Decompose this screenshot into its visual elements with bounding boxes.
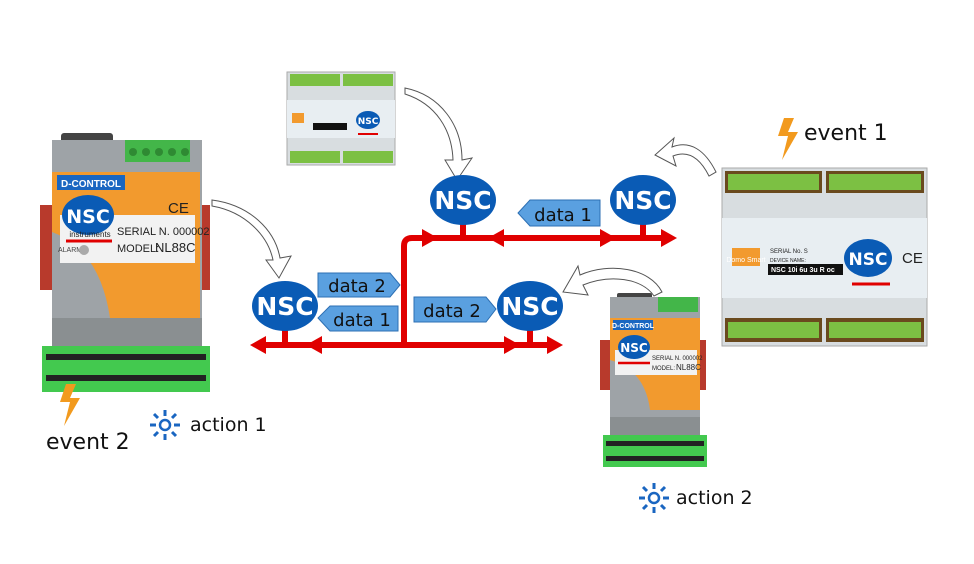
- data-tags: [317, 199, 601, 332]
- svg-text:SERIAL N. 000002: SERIAL N. 000002: [117, 226, 210, 238]
- tag-top-data1: [517, 199, 601, 227]
- nsc-node-bottom-right[interactable]: NSC: [497, 281, 563, 331]
- svg-text:D-CONTROL: D-CONTROL: [61, 179, 121, 190]
- tag-mid-data2: [413, 296, 497, 323]
- arrowhead: [600, 229, 616, 247]
- lightning-icon-event1: [778, 118, 798, 160]
- svg-text:NL88C: NL88C: [676, 363, 701, 372]
- tag-left-data1: [317, 305, 399, 332]
- curved-arrow-right-device: [654, 136, 717, 177]
- arrowhead: [306, 336, 322, 354]
- event2-label: event 2: [46, 430, 130, 455]
- svg-text:instruments: instruments: [69, 230, 110, 239]
- tag-left-data2: [317, 272, 401, 298]
- svg-text:SERIAL N. 000002: SERIAL N. 000002: [652, 356, 703, 362]
- arrowhead: [504, 336, 520, 354]
- svg-text:NSC: NSC: [614, 186, 671, 215]
- top-device: NSC: [286, 71, 396, 166]
- svg-text:SERIAL No. S: SERIAL No. S: [770, 249, 808, 255]
- lightning-icon-event2: [60, 384, 80, 426]
- svg-text:MODEL:: MODEL:: [652, 366, 675, 372]
- bus-arrowheads: [250, 229, 677, 354]
- bottom-right-device: D-CONTROL SERIAL N. 000002 MODEL: NL88C …: [600, 293, 707, 467]
- action1-label: action 1: [190, 414, 267, 436]
- arrowhead: [547, 336, 563, 354]
- action-sun-icon-1: [150, 410, 180, 440]
- svg-text:NSC: NSC: [66, 206, 110, 228]
- svg-text:NSC: NSC: [358, 117, 379, 127]
- svg-text:ALARM: ALARM: [58, 247, 82, 254]
- tag-left-data2-text: data 2: [328, 276, 386, 297]
- nsc-node-top-right[interactable]: NSC: [610, 175, 676, 225]
- svg-text:DEVICE NAME:: DEVICE NAME:: [770, 258, 806, 264]
- right-device: Domo Smart SERIAL No. S DEVICE NAME: NSC…: [721, 167, 928, 347]
- tag-mid-data2-text: data 2: [423, 301, 481, 322]
- curved-arrow-left-device: [211, 199, 292, 279]
- nsc-node-bottom-left[interactable]: NSC: [252, 281, 318, 331]
- curved-arrows: [211, 87, 717, 297]
- arrowhead: [661, 229, 677, 247]
- svg-text:NSC: NSC: [256, 292, 313, 321]
- curved-arrow-bottom-device: [562, 264, 663, 297]
- tag-top-data1-text: data 1: [534, 205, 592, 226]
- arrowhead: [422, 229, 438, 247]
- svg-text:NSC: NSC: [620, 341, 648, 355]
- svg-text:CE: CE: [902, 250, 923, 267]
- svg-text:NSC: NSC: [501, 292, 558, 321]
- svg-text:NSC 10i 6u 3u R oc: NSC 10i 6u 3u R oc: [771, 267, 835, 274]
- svg-text:NSC: NSC: [434, 186, 491, 215]
- action-sun-icon-2: [639, 483, 669, 513]
- event1-label: event 1: [804, 121, 888, 146]
- bus-top-line: [401, 235, 668, 345]
- svg-text:NL88C: NL88C: [155, 240, 195, 255]
- action2-label: action 2: [676, 487, 753, 509]
- svg-text:MODEL:: MODEL:: [117, 243, 159, 255]
- nsc-node-top-left[interactable]: NSC: [430, 175, 496, 225]
- left-device: D-CONTROL SERIAL N. 000002 MODEL: NL88C …: [40, 133, 210, 392]
- arrowhead: [488, 229, 504, 247]
- arrowhead: [250, 336, 266, 354]
- tag-left-data1-text: data 1: [333, 310, 391, 331]
- svg-text:D-CONTROL: D-CONTROL: [612, 323, 655, 330]
- svg-text:Domo Smart: Domo Smart: [726, 257, 765, 264]
- svg-text:NSC: NSC: [849, 250, 888, 270]
- curved-arrow-top-device: [404, 87, 474, 181]
- svg-text:CE: CE: [168, 200, 189, 217]
